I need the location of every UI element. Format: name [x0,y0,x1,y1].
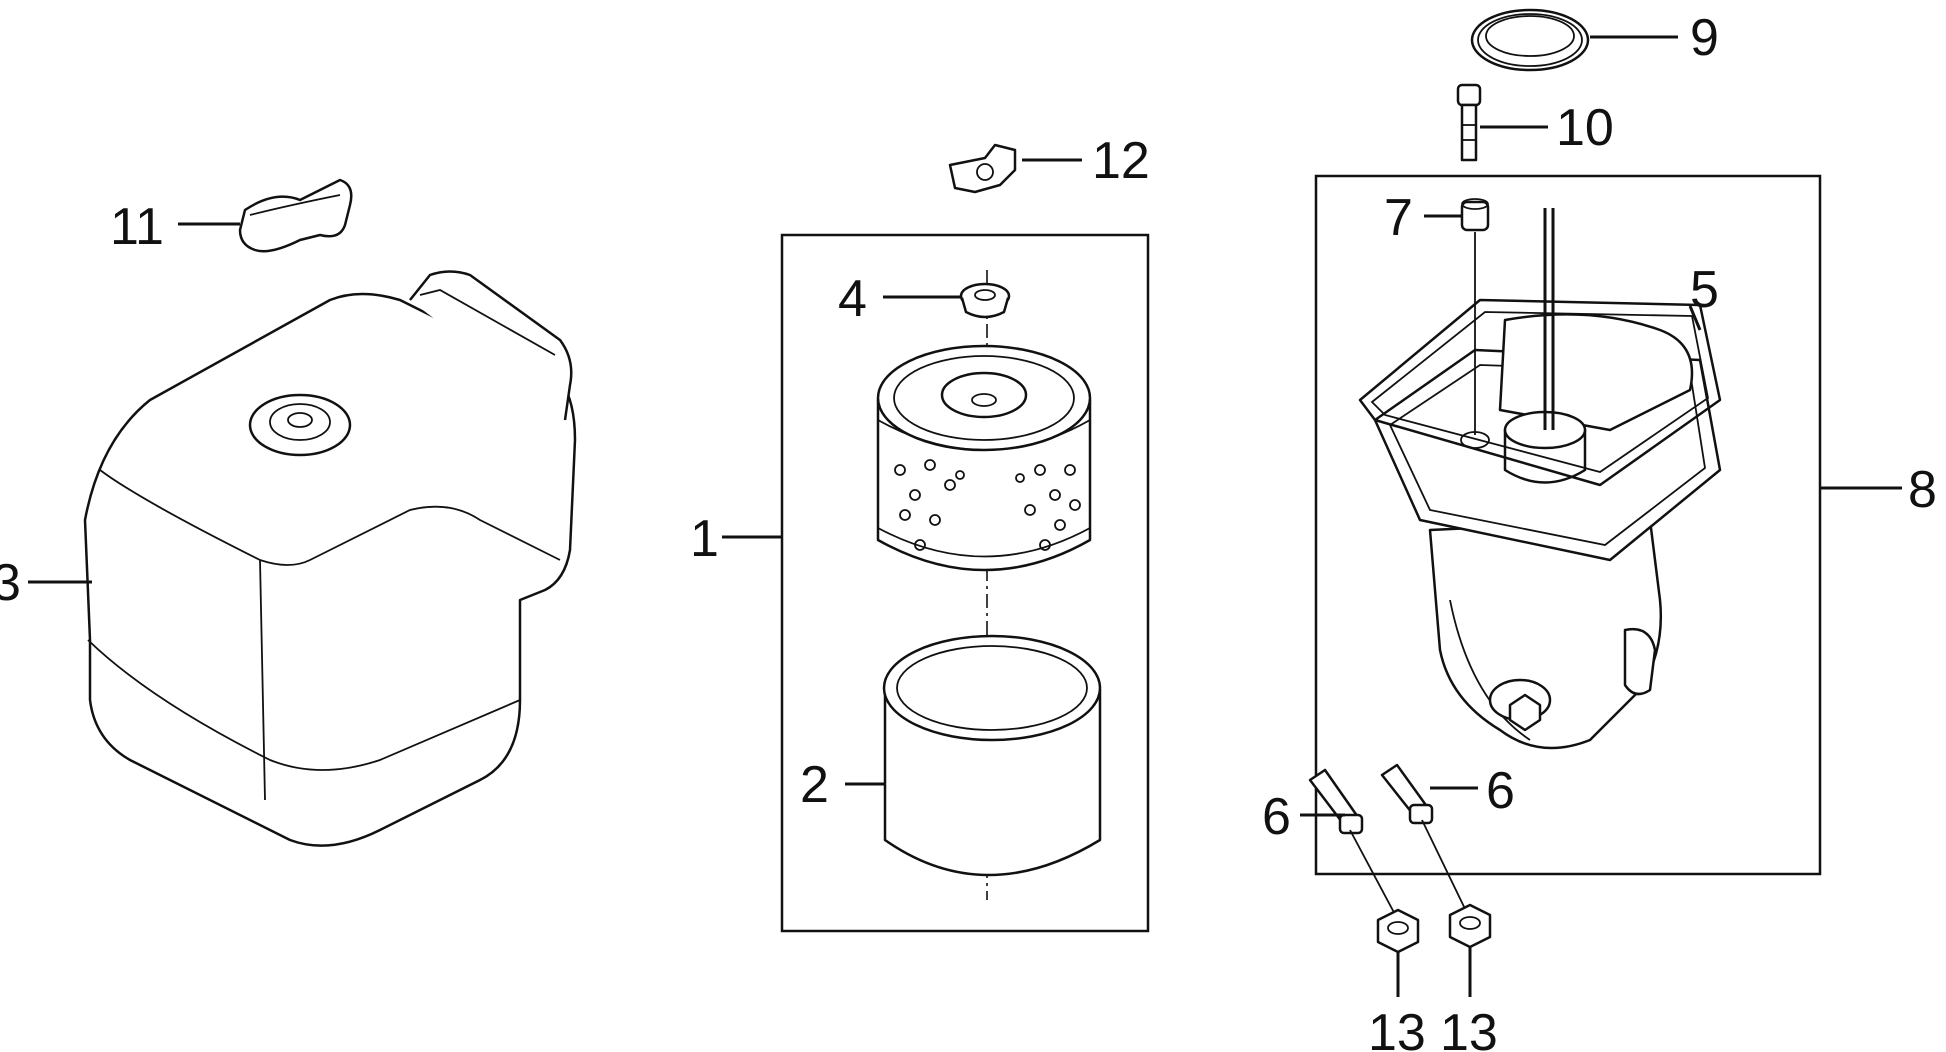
knob-icon [238,178,353,253]
callout-13-left: 13 [1368,1004,1426,1052]
callout-2: 2 [800,756,829,814]
callout-1: 1 [690,510,719,568]
outer-foam-element-icon [882,634,1102,877]
callout-10: 10 [1556,99,1614,157]
leader-lines [28,35,1902,997]
callout-9: 9 [1690,9,1719,67]
air-cleaner-cover-icon [83,270,577,847]
bolt-icon [1456,83,1482,162]
callout-13-right: 13 [1440,1004,1498,1052]
callout-4: 4 [838,270,867,328]
callout-12: 12 [1092,132,1150,190]
callout-6-left: 6 [1262,788,1291,846]
stud-bolt-icon [1308,768,1364,835]
air-cleaner-case-icon [1373,208,1722,750]
packing-ring-icon [1470,8,1590,72]
callout-5: 5 [1690,261,1719,319]
flange-nut-icon [1448,903,1492,949]
callout-8: 8 [1908,461,1937,519]
callout-3: 3 [0,554,21,612]
grommet-icon [959,282,1011,319]
wing-nut-icon [948,143,1017,194]
callout-11: 11 [110,198,164,256]
flange-nut-icon [1376,908,1420,954]
callout-6-right: 6 [1486,762,1515,820]
gasket-icon [1358,298,1722,487]
air-cleaner-case-box [1314,174,1822,876]
collar-icon [1460,198,1490,232]
stud-bolt-icon [1380,763,1434,825]
filter-element-set-icon [876,344,1092,572]
filter-element-set-box [780,233,1150,933]
callout-7: 7 [1384,189,1413,247]
